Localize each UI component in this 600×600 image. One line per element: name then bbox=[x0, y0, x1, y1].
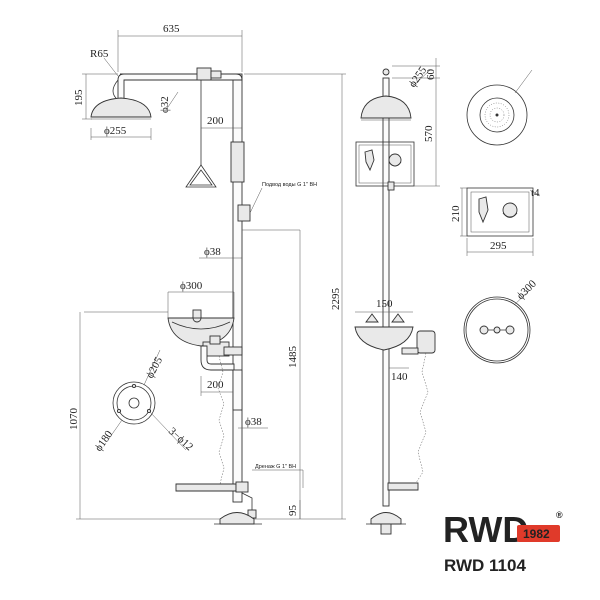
dim-95: 95 bbox=[287, 505, 299, 517]
shower-head-plan bbox=[466, 69, 533, 146]
top-valve bbox=[196, 67, 212, 81]
bowl-top-detail: ϕ205 ϕ180 3−ϕ12 bbox=[93, 349, 195, 454]
dim-200-top: 200 bbox=[207, 115, 224, 127]
logo-registered-mark: ® bbox=[556, 510, 563, 520]
dim-phi32: ϕ32 bbox=[159, 96, 171, 113]
logo-year-badge bbox=[517, 525, 560, 542]
dim-3phi12: 3−ϕ12 bbox=[166, 425, 195, 453]
dim-2295: 2295 bbox=[330, 288, 342, 311]
main-column bbox=[232, 73, 243, 503]
inlet-tee bbox=[237, 204, 251, 222]
model-name: RWD 1104 bbox=[444, 556, 526, 575]
dim-phi205: ϕ205 bbox=[144, 355, 165, 381]
dim-635: 635 bbox=[163, 23, 180, 35]
upper-sleeve bbox=[230, 141, 245, 183]
dim-phi38-lower: ϕ38 bbox=[245, 416, 262, 428]
dim-phi300-front: ϕ300 bbox=[180, 280, 203, 292]
dim-phi180: ϕ180 bbox=[93, 428, 116, 454]
pedal-chain bbox=[217, 355, 225, 485]
note-water-inlet: Подвод воды G 1" ВН bbox=[262, 182, 317, 188]
dim-phi38-upper: ϕ38 bbox=[204, 246, 221, 258]
dim-phi300-plan: ϕ300 bbox=[515, 278, 540, 303]
side-column bbox=[382, 77, 390, 507]
dim-phi255-front: ϕ255 bbox=[104, 125, 127, 137]
dim-1485: 1485 bbox=[287, 346, 299, 369]
front-view: 635 R65 195 ϕ255 ϕ32 200 ϕ38 ϕ300 200 ϕ3… bbox=[68, 23, 346, 525]
side-valve bbox=[416, 330, 436, 354]
dim-295: 295 bbox=[490, 240, 507, 252]
dim-150: 150 bbox=[376, 298, 393, 310]
dim-140: 140 bbox=[391, 371, 408, 383]
sign-plan: 210 295 t4 bbox=[450, 187, 541, 256]
note-drain: Дренаж G 1" ВН bbox=[255, 464, 296, 470]
dim-1070: 1070 bbox=[68, 408, 80, 431]
shower-arm bbox=[117, 73, 243, 101]
dim-570: 570 bbox=[423, 125, 435, 142]
dim-210: 210 bbox=[450, 205, 462, 222]
triangle-handle bbox=[185, 164, 217, 188]
side-shower-head bbox=[360, 95, 412, 119]
logo-letters: RWD bbox=[443, 509, 528, 550]
side-bowl bbox=[354, 326, 414, 351]
shower-head bbox=[90, 97, 152, 118]
side-view: 60 ϕ255 570 150 140 bbox=[354, 58, 440, 535]
side-sign bbox=[355, 141, 415, 187]
dim-t4: t4 bbox=[531, 187, 540, 199]
logo-year: 1982 bbox=[523, 527, 550, 541]
floor-base bbox=[219, 512, 255, 525]
brand-logo: RWD 1982 ® bbox=[443, 509, 563, 550]
dim-195: 195 bbox=[73, 89, 85, 106]
dim-r65: R65 bbox=[90, 48, 109, 60]
dim-60: 60 bbox=[425, 69, 437, 81]
bowl-plan: ϕ300 bbox=[463, 278, 540, 364]
dim-200-bottom: 200 bbox=[207, 379, 224, 391]
foot-pedal bbox=[175, 483, 237, 492]
